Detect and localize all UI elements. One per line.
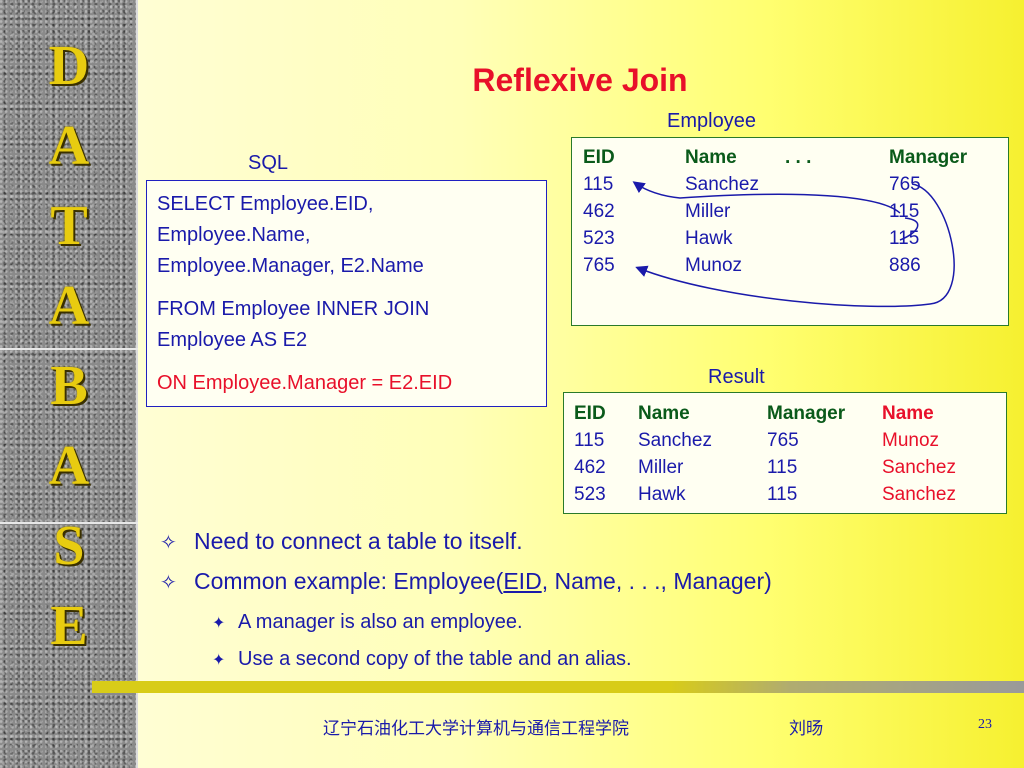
employee-header-ellipsis: . . . (785, 147, 812, 168)
employee-cell: 523 (583, 228, 615, 249)
sidebar-granite: D A T A B A S E (0, 0, 138, 768)
employee-cell: Hawk (685, 228, 733, 249)
sparkle-bullet-icon: ✧ (160, 572, 177, 594)
employee-header-eid: EID (583, 147, 615, 168)
sidebar-letter: S (53, 515, 85, 577)
star-bullet-icon: ✦ (212, 615, 226, 632)
sql-line: Employee.Name, (157, 224, 311, 246)
employee-header-manager: Manager (889, 147, 968, 168)
sub-bullet-text: A manager is also an employee. (238, 611, 523, 633)
employee-table: EID Name . . . Manager 115 Sanchez 765 4… (571, 137, 1009, 326)
bullet-text: , Name, . . ., Manager) (541, 568, 772, 594)
sidebar-letter: B (50, 355, 88, 417)
employee-cell: Miller (685, 201, 731, 222)
result-cell: Miller (638, 457, 684, 478)
sidebar-letter: A (48, 275, 90, 337)
employee-header-name: Name (685, 147, 737, 168)
footer-divider-bar (92, 681, 1024, 693)
result-cell: Sanchez (882, 457, 956, 478)
page-number: 23 (978, 717, 992, 732)
star-bullet-icon: ✦ (212, 652, 226, 669)
sql-join-condition: ON Employee.Manager = E2.EID (157, 372, 453, 394)
result-cell: 115 (767, 457, 798, 478)
sidebar-divider (0, 522, 138, 524)
employee-cell: Sanchez (685, 174, 759, 195)
sidebar-divider (0, 348, 138, 350)
result-cell: Sanchez (638, 430, 712, 451)
result-cell: 115 (767, 484, 798, 505)
bullet-text: Common example: Employee( (194, 568, 504, 594)
employee-cell: 765 (583, 255, 615, 276)
sub-bullet-item: ✦ Use a second copy of the table and an a… (212, 648, 632, 671)
sparkle-bullet-icon: ✧ (160, 532, 177, 554)
employee-cell: Munoz (685, 255, 743, 276)
slide-title: Reflexive Join (472, 62, 688, 98)
result-cell: Sanchez (882, 484, 956, 505)
sql-box: SELECT Employee.EID, Employee.Name, Empl… (146, 180, 547, 407)
result-table: EID Name Manager Name 115 Sanchez 765 Mu… (563, 392, 1007, 514)
result-header-eid: EID (574, 403, 606, 424)
result-cell: 115 (574, 430, 605, 451)
arrow-manager-to-eid (899, 217, 919, 241)
footer-author: 刘旸 (789, 719, 823, 739)
result-table-label: Result (708, 366, 765, 388)
sql-line: SELECT Employee.EID, (157, 193, 374, 215)
result-header-name: Name (638, 403, 690, 424)
sql-label: SQL (248, 152, 289, 174)
primary-key-text: EID (503, 568, 542, 594)
sub-bullet-item: ✦ A manager is also an employee. (212, 611, 523, 634)
employee-cell: 462 (583, 201, 615, 222)
sidebar-letter: A (48, 115, 90, 177)
sidebar-title: D A T A B A S E (0, 26, 138, 666)
footer-school: 辽宁石油化工大学计算机与通信工程学院 (323, 719, 629, 739)
sidebar-letter: D (48, 35, 90, 97)
result-header-manager: Manager (767, 403, 846, 424)
sql-line: Employee AS E2 (157, 329, 308, 351)
sub-bullet-text: Use a second copy of the table and an al… (238, 648, 632, 670)
result-header-manager-name: Name (882, 403, 934, 424)
bullet-text: Need to connect a table to itself. (194, 528, 523, 554)
result-cell: 462 (574, 457, 606, 478)
arrow-manager-to-eid (635, 183, 955, 308)
result-cell: 523 (574, 484, 606, 505)
result-cell: 765 (767, 430, 799, 451)
employee-cell: 765 (889, 174, 921, 195)
employee-cell: 886 (889, 255, 921, 276)
result-cell: Hawk (638, 484, 686, 505)
sidebar-letter: A (48, 435, 90, 497)
result-cell: Munoz (882, 430, 940, 451)
sql-line: FROM Employee INNER JOIN (157, 298, 430, 320)
employee-cell: 115 (583, 174, 614, 195)
sql-line: Employee.Manager, E2.Name (157, 255, 424, 277)
employee-table-label: Employee (667, 110, 756, 132)
sidebar-letter: T (50, 195, 88, 257)
employee-cell: 115 (889, 201, 920, 222)
bullet-item: ✧ Need to connect a table to itself. (160, 528, 523, 555)
bullet-item: ✧ Common example: Employee(EID, Name, . .… (160, 568, 772, 595)
sidebar-letter: E (50, 595, 88, 657)
arrow-manager-to-eid (632, 181, 901, 214)
